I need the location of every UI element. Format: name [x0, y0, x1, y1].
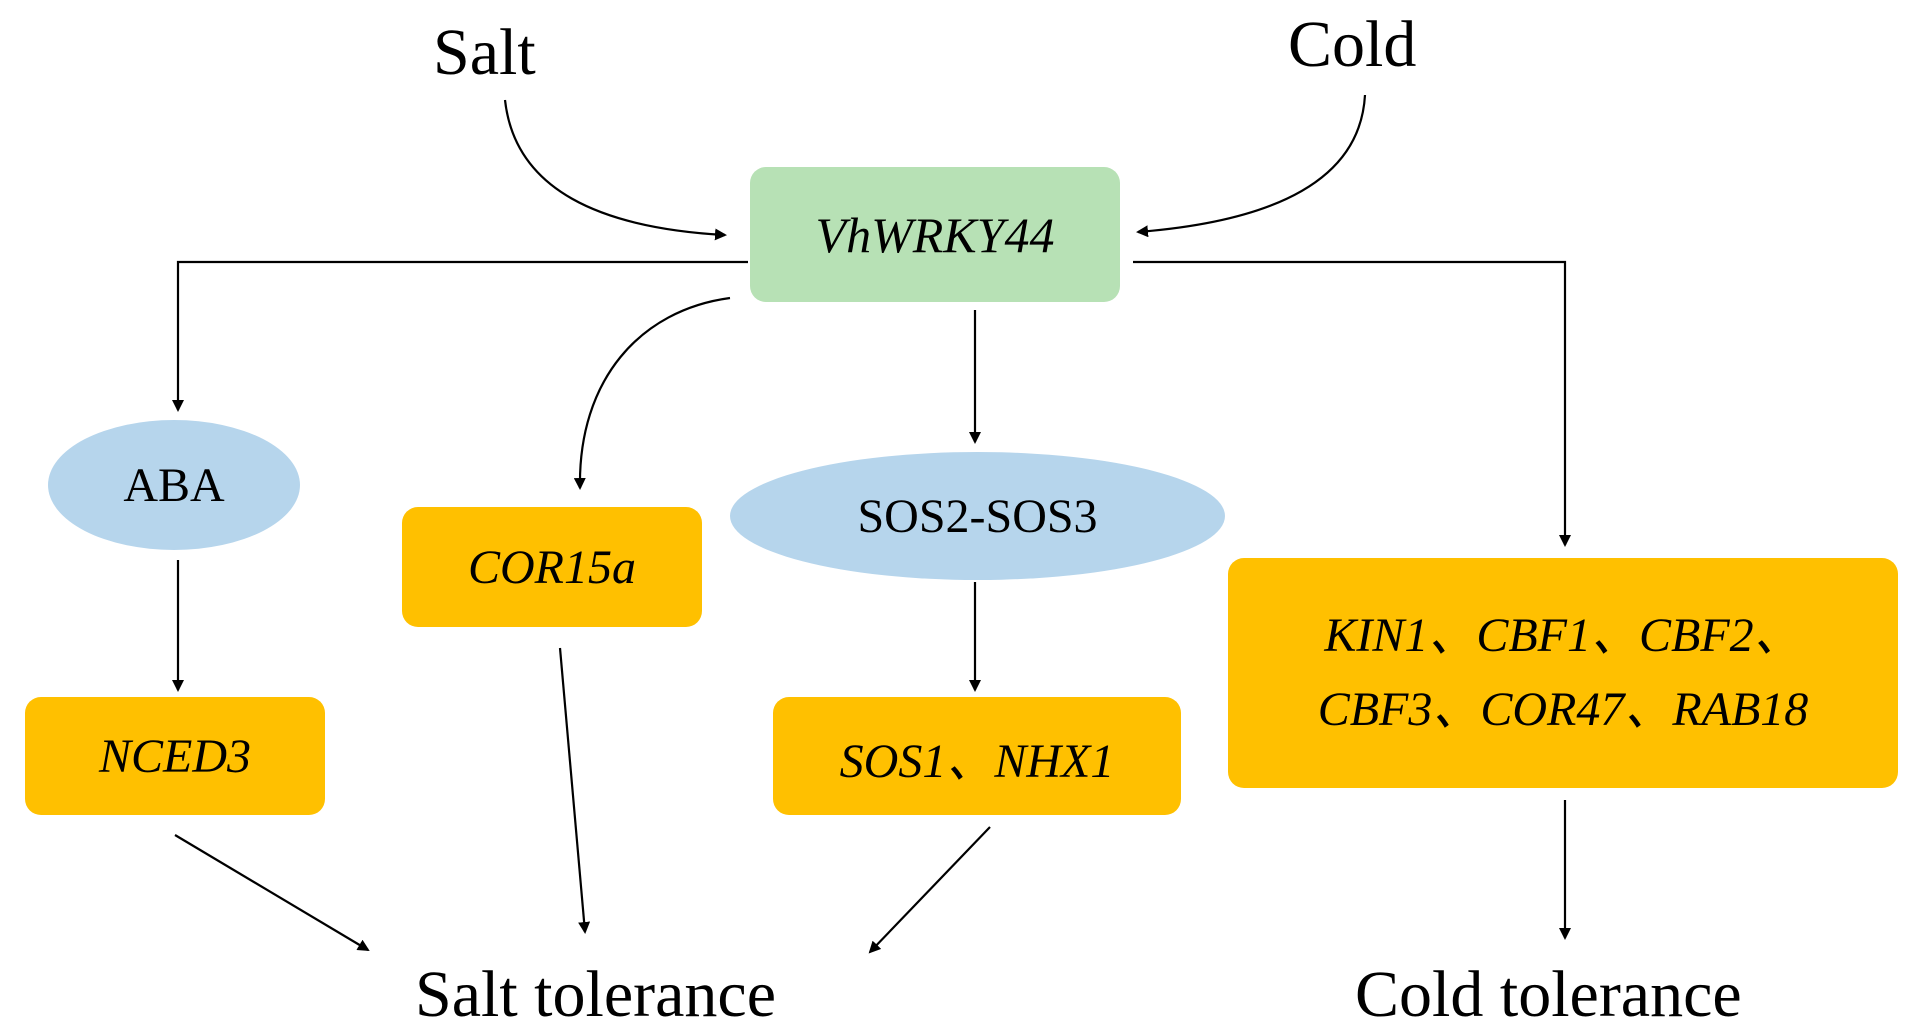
aba-label: ABA [123, 458, 225, 512]
cold-genes-label-line2: CBF3、COR47、RAB18 [1317, 683, 1809, 736]
cold-tolerance-label: Cold tolerance [1355, 958, 1742, 1031]
arrow-vhwrky44-to-cor15a [573, 296, 731, 490]
sos1-nhx1-label: SOS1、NHX1 [839, 735, 1115, 788]
vhwrky44-node: VhWRKY44 [750, 167, 1120, 302]
arrow-cold-to-vhwrky44 [1136, 94, 1367, 238]
sos1-nhx1-node: SOS1、NHX1 [773, 697, 1181, 815]
arrow-cor15a-to-salt-tolerance [558, 647, 591, 934]
nced3-node: NCED3 [25, 697, 325, 815]
aba-node: ABA [48, 420, 300, 550]
cold-genes-node: KIN1、CBF1、CBF2、 CBF3、COR47、RAB18 [1228, 558, 1898, 788]
arrow-salt-to-vhwrky44 [503, 99, 727, 241]
sos2-sos3-node: SOS2-SOS3 [730, 452, 1225, 580]
arrow-vhwrky44-to-cold-genes [1133, 260, 1571, 547]
arrow-nced3-to-salt-tolerance [174, 834, 370, 952]
salt-stimulus-label: Salt [433, 16, 536, 89]
salt-tolerance-label: Salt tolerance [415, 958, 777, 1031]
cold-stimulus-label: Cold [1288, 8, 1417, 81]
nced3-label: NCED3 [98, 729, 251, 783]
cor15a-label: COR15a [468, 540, 636, 594]
sos2-sos3-label: SOS2-SOS3 [857, 489, 1098, 543]
arrow-vhwrky44-to-aba [172, 260, 748, 412]
cold-genes-label-line1: KIN1、CBF1、CBF2、 [1324, 608, 1802, 662]
arrow-sos1nhx1-to-salt-tolerance [868, 826, 991, 954]
cor15a-node: COR15a [402, 507, 702, 627]
vhwrky44-label: VhWRKY44 [815, 206, 1055, 263]
